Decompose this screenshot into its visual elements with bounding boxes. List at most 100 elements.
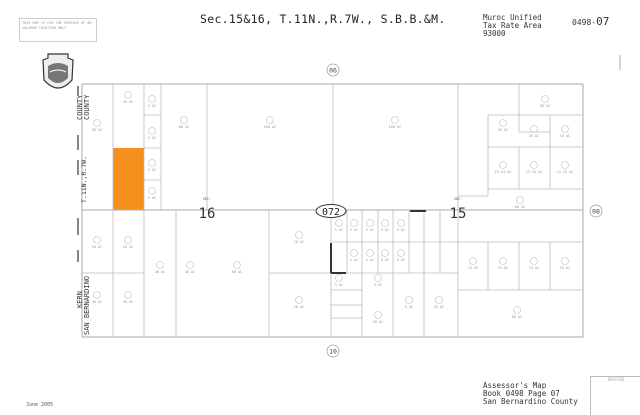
district-name: Muroc Unified — [483, 13, 542, 22]
section-prefix: SEC. — [203, 197, 211, 201]
parcel-number-circle — [397, 219, 405, 227]
map-title: Sec.15&16, T.11N.,R.7W., S.B.B.&M. — [200, 12, 446, 26]
acreage-label: 5 AC — [366, 228, 374, 232]
township-range-label: T.11N.,R.7W. — [80, 156, 88, 203]
acreage-label: 5 AC — [366, 258, 374, 262]
parcel-number-circle — [405, 296, 413, 304]
acreage-label: 80 AC — [512, 315, 523, 319]
acreage-label: 20 AC — [123, 100, 134, 104]
acreage-label: 20 AC — [434, 305, 445, 309]
acreage-label: 40 AC — [540, 104, 551, 108]
parcel-number-circle — [335, 219, 343, 227]
parcel-number-circle — [148, 127, 156, 135]
parcel-number-circle — [93, 119, 101, 127]
parcel-number-circle — [148, 95, 156, 103]
parcel-number-circle — [350, 219, 358, 227]
parcel-number-circle — [148, 187, 156, 195]
adjacent-page-bottom: 10 — [329, 348, 337, 356]
road-number: 072 — [322, 207, 340, 218]
parcel-number-circle — [513, 306, 521, 314]
parcel-number-circle — [499, 161, 507, 169]
acreage-label: 5 AC — [148, 136, 156, 140]
parcel-number-circle — [124, 291, 132, 299]
acreage-label: 5 AC — [405, 305, 413, 309]
parcel-number-circle — [469, 257, 477, 265]
section-number-15: 15 — [450, 206, 467, 222]
acreage-label: 20 AC — [92, 245, 103, 249]
acreage-label: 5 AC — [350, 228, 358, 232]
acreage-label: 80 AC — [232, 270, 243, 274]
acreage-label: 5 AC — [148, 104, 156, 108]
acreage-label: 60 AC — [515, 205, 526, 209]
parcel-number-circle — [180, 116, 188, 124]
parcel-number-circle — [374, 311, 382, 319]
parcel-number-circle — [93, 291, 101, 299]
acreage-label: 5 AC — [350, 258, 358, 262]
acreage-label: 5 AC — [374, 283, 382, 287]
county-label-san-bernardino: SAN BERNARDINO — [83, 276, 91, 335]
acreage-label: 40 AC — [185, 270, 196, 274]
adjacent-page-circle — [326, 344, 340, 358]
parcel-number-circle — [530, 161, 538, 169]
acreage-label: 5 AC — [335, 283, 343, 287]
parcel-number-circle — [156, 261, 164, 269]
parcel-number-circle — [381, 249, 389, 257]
parcel-number-circle — [93, 236, 101, 244]
parcel-number-circle — [397, 249, 405, 257]
acreage-label: 15 AC — [498, 266, 509, 270]
acreage-label: 80 AC — [179, 125, 190, 129]
parcel-number-circle — [530, 257, 538, 265]
parcel-number-circle — [266, 116, 274, 124]
revision-box: REVISED — [590, 376, 640, 415]
tax-rate-area-label: Tax Rate Area — [483, 21, 542, 30]
map-book: 0498- — [572, 18, 597, 27]
parcel-number-circle — [148, 159, 156, 167]
adjacent-page-right: 08 — [592, 208, 600, 216]
parcel-number-circle — [233, 261, 241, 269]
footer-county: San Bernardino County — [483, 397, 578, 406]
acreage-label: 5 AC — [381, 258, 389, 262]
acreage-label: 40 AC — [123, 300, 134, 304]
acreage-label: 5 AC — [148, 168, 156, 172]
acreage-label: 13.24 AC — [526, 170, 543, 174]
parcel-number-circle — [499, 119, 507, 127]
acreage-label: 15 AC — [468, 266, 479, 270]
footer-title: Assessor's Map — [483, 381, 547, 390]
tax-rate-area-code: 93000 — [483, 29, 506, 38]
section-prefix: SEC. — [454, 197, 462, 201]
acreage-label: 10 AC — [529, 134, 540, 138]
highlighted-parcel — [113, 148, 144, 210]
adjacent-page-circle — [589, 204, 603, 218]
parcel-number-circle — [561, 161, 569, 169]
county-label-upper: COUNTY — [76, 94, 84, 120]
acreage-label: 5 AC — [381, 228, 389, 232]
acreage-label: 5 AC — [335, 228, 343, 232]
parcel-number-circle — [530, 125, 538, 133]
map-number: 0498-07 — [572, 15, 609, 28]
parcel-number-circle — [350, 249, 358, 257]
road-number-oval — [315, 204, 347, 218]
parcel-number-circle — [295, 231, 303, 239]
parcel-number-circle — [381, 219, 389, 227]
acreage-label: 5 AC — [148, 196, 156, 200]
map-date: June 2005 — [26, 402, 54, 408]
map-page: 07 — [596, 15, 610, 28]
map-footer: Assessor's Map Book 0498 Page 07 San Ber… — [483, 382, 578, 406]
acreage-label: 160 AC — [389, 125, 402, 129]
parcel-number-circle — [124, 91, 132, 99]
acreage-label: 5 AC — [397, 228, 405, 232]
parcel-number-circle — [124, 236, 132, 244]
acreage-label: 20 AC — [498, 128, 509, 132]
parcel-number-circle — [435, 296, 443, 304]
county-seal-icon — [42, 53, 74, 89]
parcel-number-circle — [561, 257, 569, 265]
parcel-number-circle — [561, 125, 569, 133]
acreage-label: 10 AC — [560, 134, 571, 138]
section-number-16: 16 — [199, 206, 216, 222]
adjacent-page-top: 06 — [329, 67, 337, 75]
acreage-label: 20 AC — [123, 245, 134, 249]
parcel-number-circle — [391, 116, 399, 124]
parcel-number-circle — [374, 274, 382, 282]
